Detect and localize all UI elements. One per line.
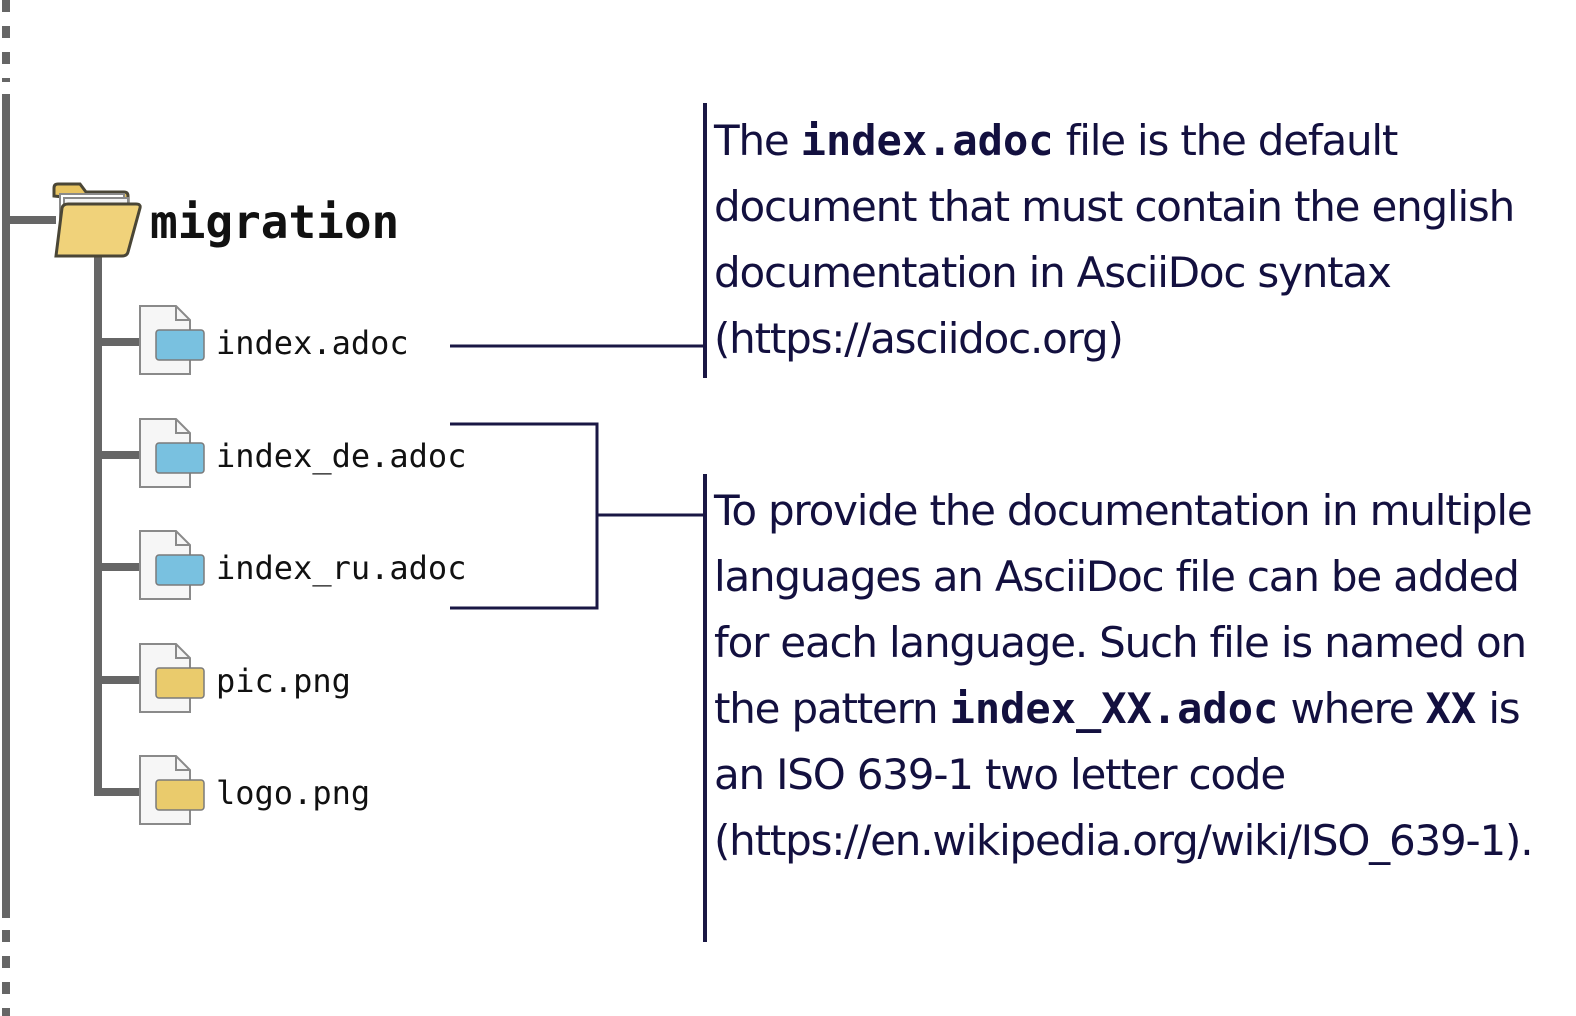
index-desc-text-2: file is the default document that must c… — [714, 116, 1515, 363]
lang-desc-code-xx: XX — [1425, 684, 1477, 733]
lang-desc-code-pattern: index_XX.adoc — [949, 684, 1279, 733]
file-name: index.adoc — [216, 324, 409, 362]
document-icon — [139, 305, 205, 375]
file-name: pic.png — [216, 662, 351, 700]
index-desc-code: index.adoc — [800, 116, 1054, 165]
file-row: index_de.adoc — [139, 418, 466, 488]
image-file-icon — [139, 755, 205, 825]
document-icon — [139, 418, 205, 488]
file-name: logo.png — [216, 774, 370, 812]
folder-branch-lines — [94, 250, 140, 796]
file-name: index_ru.adoc — [216, 549, 466, 587]
lang-desc-text-1: To provide the documentation in multiple… — [714, 486, 1533, 733]
lang-desc-text-3: is an ISO 639-1 two letter code (https:/… — [714, 684, 1534, 865]
file-type-badge — [155, 329, 205, 361]
folder-icon — [52, 182, 142, 258]
file-row: logo.png — [139, 755, 370, 825]
file-row: pic.png — [139, 643, 351, 713]
file-row: index_ru.adoc — [139, 530, 466, 600]
index-desc-text-1: The — [714, 116, 801, 165]
image-file-icon — [139, 643, 205, 713]
document-icon — [139, 530, 205, 600]
languages-description: To provide the documentation in multiple… — [714, 478, 1544, 874]
file-type-badge — [155, 667, 205, 699]
file-type-badge — [155, 554, 205, 586]
root-tree-rail — [2, 0, 56, 1016]
languages-bracket-connector — [450, 422, 707, 942]
index-connector — [450, 103, 707, 378]
lang-desc-text-2: where — [1278, 684, 1426, 733]
file-list: index.adoc index_de.adoc index_ru.adoc pic.… — [139, 305, 466, 825]
file-row: index.adoc — [139, 305, 409, 375]
index-file-description: The index.adoc file is the default docum… — [714, 108, 1544, 372]
file-name: index_de.adoc — [216, 437, 466, 475]
file-type-badge — [155, 442, 205, 474]
file-type-badge — [155, 779, 205, 811]
folder-name: migration — [150, 195, 399, 249]
